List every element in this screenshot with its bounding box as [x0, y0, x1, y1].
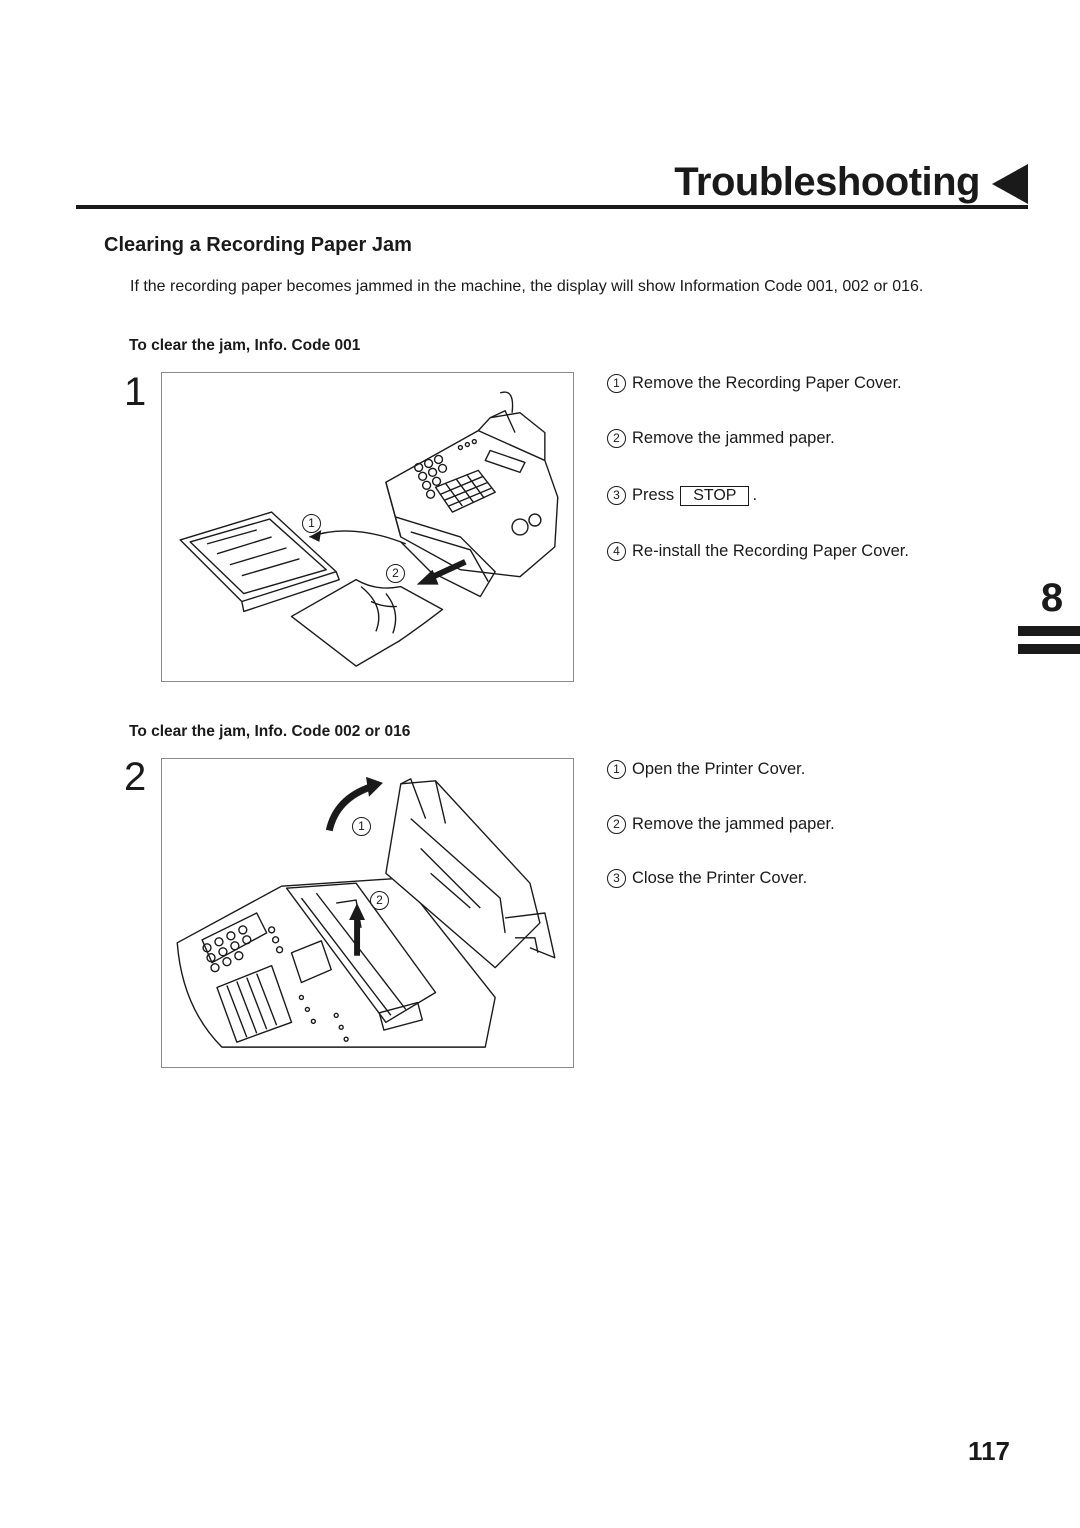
fax-remove-cover-drawing	[179, 391, 559, 667]
step1-number: 1	[124, 370, 147, 414]
step1-instruction-4: 4 Re-install the Recording Paper Cover.	[607, 540, 909, 562]
instruction-text: Press	[632, 486, 675, 504]
step-marker: 2	[607, 429, 626, 448]
step2-callout-1: 1	[352, 817, 371, 836]
section-heading: Clearing a Recording Paper Jam	[104, 234, 412, 256]
step1-illustration	[161, 372, 574, 682]
stop-key: STOP	[680, 486, 750, 506]
intro-paragraph: If the recording paper becomes jammed in…	[130, 278, 924, 295]
instruction-text: Open the Printer Cover.	[632, 760, 806, 778]
chapter-tab-bar	[1018, 644, 1080, 654]
left-triangle-icon	[992, 164, 1028, 204]
instruction-text: Remove the jammed paper.	[632, 815, 835, 833]
step1-instruction-1: 1 Remove the Recording Paper Cover.	[607, 372, 902, 394]
page-number: 117	[968, 1436, 1010, 1466]
instruction-text: Re-install the Recording Paper Cover.	[632, 542, 909, 560]
chapter-tab-bar	[1018, 626, 1080, 636]
fax-open-printer-cover-drawing	[176, 776, 556, 1048]
step1-subheading: To clear the jam, Info. Code 001	[129, 337, 361, 354]
step1-callout-1: 1	[302, 514, 321, 533]
step2-callout-2: 2	[370, 891, 389, 910]
step-marker: 3	[607, 869, 626, 888]
chapter-title: Troubleshooting	[674, 160, 980, 204]
step-marker: 3	[607, 486, 626, 505]
step2-number: 2	[124, 755, 147, 799]
step2-instruction-2: 2 Remove the jammed paper.	[607, 813, 835, 835]
step1-callout-2: 2	[386, 564, 405, 583]
step-marker: 1	[607, 760, 626, 779]
chapter-tab-number: 8	[1040, 576, 1064, 620]
step2-illustration	[161, 758, 574, 1068]
step-marker: 4	[607, 542, 626, 561]
step-marker: 2	[607, 815, 626, 834]
step2-subheading: To clear the jam, Info. Code 002 or 016	[129, 723, 411, 740]
step2-instruction-1: 1 Open the Printer Cover.	[607, 758, 805, 780]
instruction-text: Close the Printer Cover.	[632, 869, 808, 887]
step1-instruction-3: 3 Press STOP.	[607, 484, 757, 506]
instruction-text: Remove the Recording Paper Cover.	[632, 374, 902, 392]
step1-instruction-2: 2 Remove the jammed paper.	[607, 427, 835, 449]
instruction-text: Remove the jammed paper.	[632, 429, 835, 447]
title-rule	[76, 205, 1028, 209]
step2-instruction-3: 3 Close the Printer Cover.	[607, 867, 807, 889]
instruction-suffix: .	[752, 486, 758, 504]
step-marker: 1	[607, 374, 626, 393]
